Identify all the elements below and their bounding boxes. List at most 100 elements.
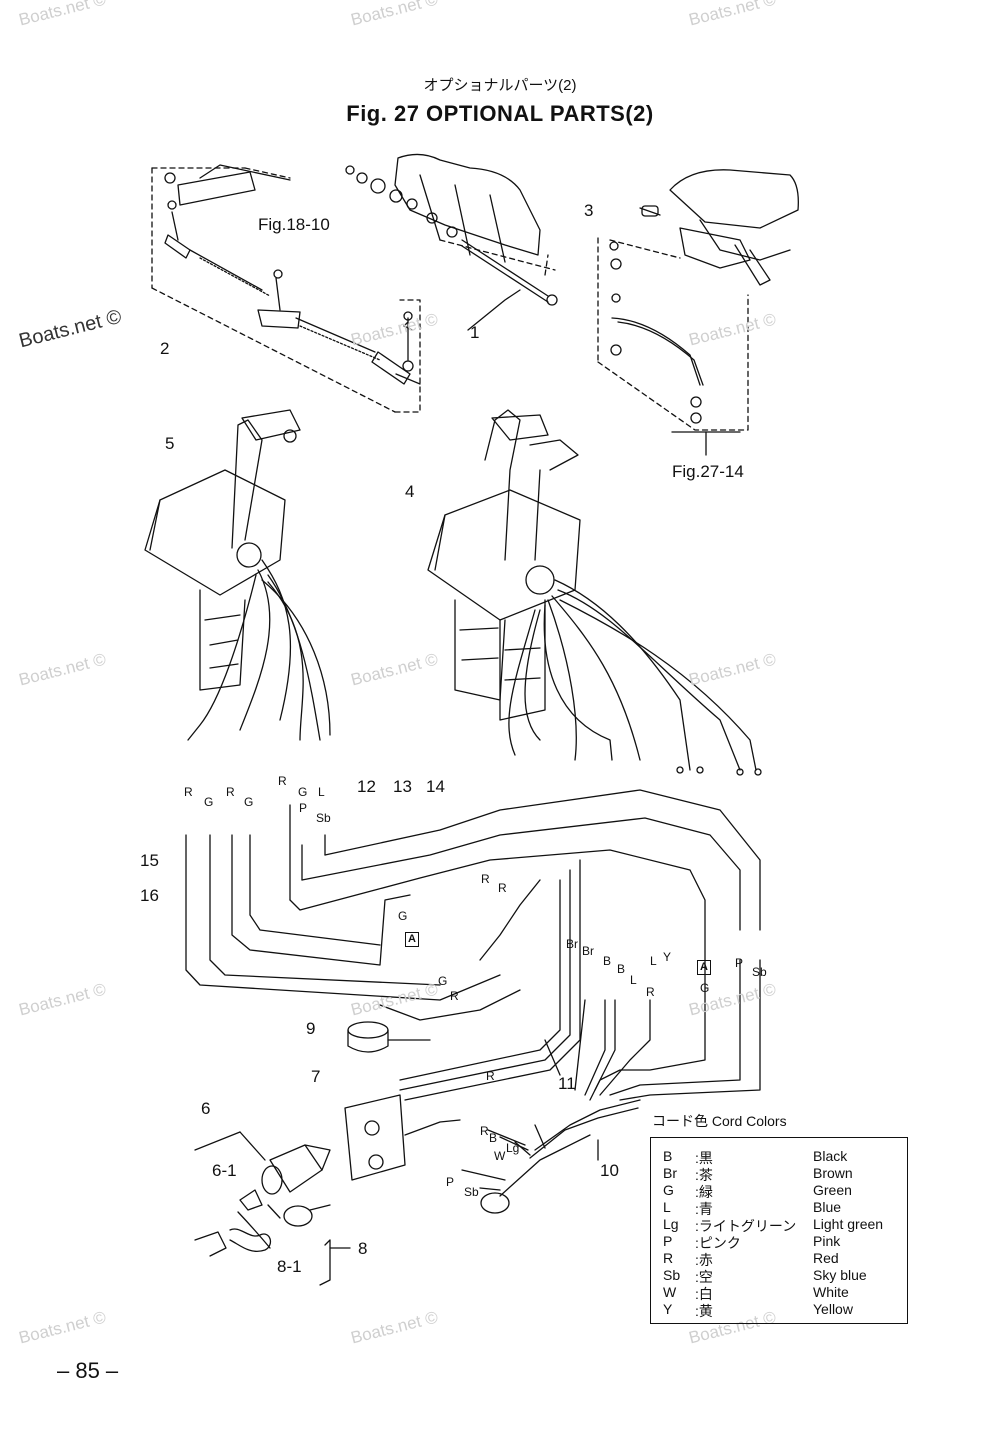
wire-label-r: R (498, 881, 507, 895)
callout-8: 8 (358, 1239, 368, 1258)
connector-a-label: A (405, 932, 419, 947)
cord-color-en: Sky blue (813, 1267, 867, 1283)
part-1-steering-link (345, 153, 558, 331)
cord-color-en: Yellow (813, 1301, 853, 1317)
figure-reference: Fig.18-10 (258, 215, 330, 234)
wire-label-r: R (184, 785, 193, 799)
callout-6: 6 (201, 1099, 211, 1118)
callout-11: 11 (558, 1074, 576, 1093)
callout-6-1: 6-1 (212, 1161, 237, 1180)
wire-label-r: R (646, 985, 655, 999)
cord-color-abbr: R (663, 1250, 674, 1266)
wire-label-r: R (226, 785, 235, 799)
cord-color-abbr: B (663, 1148, 673, 1164)
part-6-ignition-switch (194, 1131, 331, 1249)
callout-16: 16 (140, 886, 159, 905)
wire-label-g: G (204, 795, 214, 809)
connector-a-label: A (697, 960, 711, 975)
cord-colors-table: B :黒 Black Br :茶 Brown G :緑 Green L :青 B… (650, 1137, 908, 1324)
callout-5: 5 (165, 434, 175, 453)
cord-color-en: Pink (813, 1233, 841, 1249)
wire-label-b: B (489, 1131, 498, 1145)
cord-color-ja: :ライトグリーン (695, 1218, 797, 1234)
cord-color-ja: :黄 (695, 1303, 713, 1319)
cord-color-abbr: Y (663, 1301, 673, 1317)
cord-color-abbr: G (663, 1182, 674, 1198)
cord-color-row: B :黒 Black (651, 1148, 907, 1166)
wire-label-br: Br (582, 944, 594, 958)
wire-label-lg: Lg (506, 1141, 520, 1155)
wire-label-g: G (398, 909, 408, 923)
wire-label-g: G (438, 974, 448, 988)
figure-title: Fig. 27 OPTIONAL PARTS(2) (346, 101, 654, 126)
cord-color-ja: :青 (695, 1201, 713, 1217)
callout-8-1: 8-1 (277, 1257, 302, 1276)
part-7-panel (344, 1094, 461, 1181)
cord-color-abbr: L (663, 1199, 671, 1215)
cord-color-abbr: P (663, 1233, 673, 1249)
wire-label-r: R (486, 1069, 495, 1083)
cord-color-en: Green (813, 1182, 852, 1198)
wire-label-g: G (700, 981, 710, 995)
cord-color-row: L :青 Blue (651, 1199, 907, 1217)
callout-14: 14 (426, 777, 445, 796)
callout-1: 1 (470, 323, 480, 342)
wire-label-sb: Sb (316, 811, 331, 825)
wire-label-sb: Sb (464, 1185, 479, 1199)
page-number: – 85 – (57, 1358, 119, 1383)
wire-label-p: P (446, 1175, 455, 1189)
cord-color-ja: :赤 (695, 1252, 713, 1268)
japanese-title: オプショナルパーツ(2) (423, 77, 577, 94)
callout-13: 13 (393, 777, 412, 796)
part-8-stop-switch (194, 1204, 351, 1286)
part-5-single-lever-control (144, 409, 331, 741)
wire-label-l: L (650, 954, 657, 968)
cord-color-row: Lg :ライトグリーン Light green (651, 1216, 907, 1234)
wire-label-sb: Sb (752, 965, 767, 979)
cord-color-row: Y :黄 Yellow (651, 1301, 907, 1319)
wire-label-l: L (318, 785, 325, 799)
cord-color-en: White (813, 1284, 849, 1300)
cord-colors-title: コード色 Cord Colors (652, 1113, 787, 1129)
cord-color-abbr: W (663, 1284, 677, 1300)
cord-color-en: Light green (813, 1216, 884, 1232)
wire-label-b: B (617, 962, 626, 976)
figure-reference: Fig.27-14 (672, 462, 744, 481)
wire-label-p: P (299, 801, 308, 815)
wire-label-l: L (630, 973, 637, 987)
cord-color-ja: :空 (695, 1269, 713, 1285)
cord-color-abbr: Br (663, 1165, 677, 1181)
part-9-buzzer (347, 1021, 431, 1053)
cord-color-row: G :緑 Green (651, 1182, 907, 1200)
callout-9: 9 (306, 1019, 316, 1038)
cord-color-en: Red (813, 1250, 839, 1266)
cord-color-ja: :茶 (695, 1167, 713, 1183)
wire-label-y: Y (663, 950, 672, 964)
wire-label-p: P (735, 956, 744, 970)
callout-4: 4 (405, 482, 415, 501)
callout-3: 3 (584, 201, 594, 220)
callout-10: 10 (600, 1161, 619, 1180)
part-10-extension-harness (461, 1099, 641, 1214)
cord-color-row: W :白 White (651, 1284, 907, 1302)
wire-label-g: G (244, 795, 254, 809)
cord-color-abbr: Lg (663, 1216, 679, 1232)
cord-color-abbr: Sb (663, 1267, 681, 1283)
harness-15-16 (185, 834, 521, 1021)
cord-color-ja: :ピンク (695, 1235, 741, 1251)
cord-color-en: Black (813, 1148, 848, 1164)
cord-color-row: Sb :空 Sky blue (651, 1267, 907, 1285)
callout-7: 7 (311, 1067, 321, 1086)
cord-color-ja: :緑 (695, 1184, 713, 1200)
cord-color-ja: :白 (695, 1286, 713, 1302)
callout-12: 12 (357, 777, 376, 796)
part-3-throttle-assembly (597, 169, 799, 456)
cord-color-en: Blue (813, 1199, 842, 1215)
wire-label-r: R (480, 1124, 489, 1138)
cord-color-en: Brown (813, 1165, 853, 1181)
wire-label-r: R (481, 872, 490, 886)
cord-color-ja: :黒 (695, 1150, 713, 1166)
cord-color-row: P :ピンク Pink (651, 1233, 907, 1251)
callout-15: 15 (140, 851, 159, 870)
